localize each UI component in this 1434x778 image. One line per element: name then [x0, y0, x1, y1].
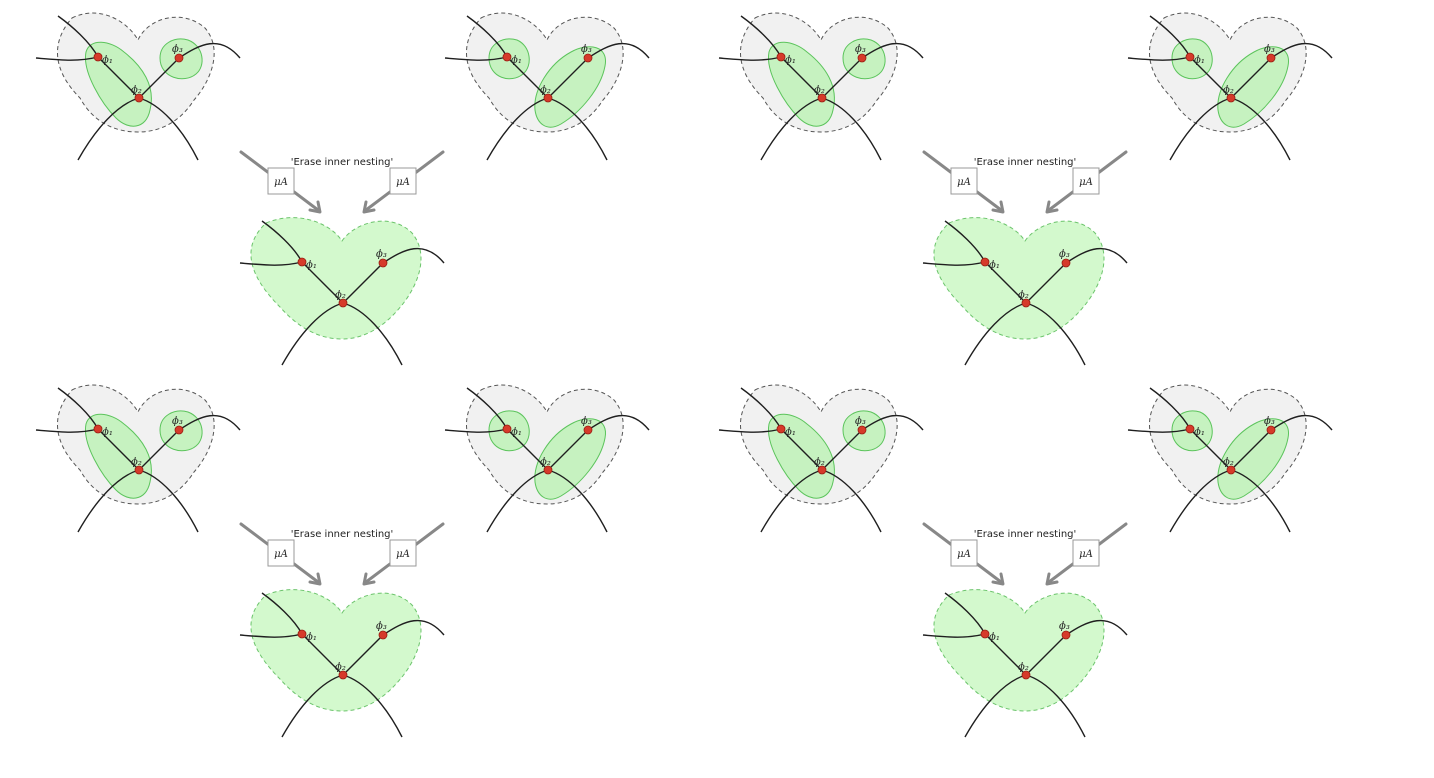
operation-label: 'Erase inner nesting' — [291, 157, 394, 168]
phi3-label: ϕ₃ — [1059, 621, 1070, 632]
panel-top-right: ϕ₁ ϕ₂ ϕ₃ ϕ₁ ϕ₂ ϕ₃ ϕ₁ ϕ₂ ϕ₃ 'Erase inner … — [718, 12, 1333, 366]
phi2-label: ϕ₂ — [1018, 290, 1029, 301]
right-input-diagram: ϕ₁ ϕ₂ ϕ₃ — [444, 384, 650, 533]
left-input-diagram: ϕ₁ ϕ₂ ϕ₃ — [35, 12, 241, 161]
phi1-label: ϕ₁ — [989, 632, 1000, 643]
phi2-label: ϕ₂ — [540, 457, 551, 468]
phi2-label: ϕ₂ — [131, 457, 142, 468]
right-mu-box: μA — [389, 539, 417, 567]
result-diagram: ϕ₁ ϕ₂ ϕ₃ — [239, 588, 445, 738]
panel-bottom-right: ϕ₁ ϕ₂ ϕ₃ ϕ₁ ϕ₂ ϕ₃ ϕ₁ ϕ₂ ϕ₃ 'Erase inner … — [718, 384, 1333, 738]
left-mu-box: μA — [950, 539, 978, 567]
right-mu-box: μA — [1072, 167, 1100, 195]
phi3-label: ϕ₃ — [581, 416, 592, 427]
operation-label: 'Erase inner nesting' — [974, 529, 1077, 540]
phi3-label: ϕ₃ — [1059, 249, 1070, 260]
phi3-label: ϕ₃ — [376, 249, 387, 260]
right-mu-box: μA — [389, 167, 417, 195]
mu-a-label: μA — [396, 549, 410, 560]
right-input-diagram: ϕ₁ ϕ₂ ϕ₃ — [1127, 12, 1333, 161]
result-diagram: ϕ₁ ϕ₂ ϕ₃ — [922, 588, 1128, 738]
phi2-label: ϕ₂ — [814, 457, 825, 468]
result-diagram: ϕ₁ ϕ₂ ϕ₃ — [922, 216, 1128, 366]
panel-bottom-left: ϕ₁ ϕ₂ ϕ₃ ϕ₁ ϕ₂ ϕ₃ ϕ₁ ϕ₂ ϕ₃ 'Erase inner … — [35, 384, 650, 738]
phi2-label: ϕ₂ — [540, 85, 551, 96]
operation-label: 'Erase inner nesting' — [291, 529, 394, 540]
phi2-label: ϕ₂ — [1223, 457, 1234, 468]
left-input-diagram: ϕ₁ ϕ₂ ϕ₃ — [718, 384, 924, 533]
phi1-label: ϕ₁ — [989, 260, 1000, 271]
mu-a-label: μA — [1079, 177, 1093, 188]
mu-a-label: μA — [1079, 549, 1093, 560]
phi1-label: ϕ₁ — [785, 55, 796, 66]
phi1-label: ϕ₁ — [1194, 55, 1205, 66]
phi2-label: ϕ₂ — [814, 85, 825, 96]
phi3-label: ϕ₃ — [1264, 44, 1275, 55]
phi1-label: ϕ₁ — [102, 427, 113, 438]
phi3-label: ϕ₃ — [172, 416, 183, 427]
phi2-label: ϕ₂ — [335, 290, 346, 301]
mu-a-label: μA — [957, 549, 971, 560]
operation-label: 'Erase inner nesting' — [974, 157, 1077, 168]
phi3-label: ϕ₃ — [376, 621, 387, 632]
left-input-diagram: ϕ₁ ϕ₂ ϕ₃ — [35, 384, 241, 533]
phi1-label: ϕ₁ — [511, 427, 522, 438]
phi3-label: ϕ₃ — [172, 44, 183, 55]
left-mu-box: μA — [950, 167, 978, 195]
panel-top-left: ϕ₁ ϕ₂ ϕ₃ ϕ₁ ϕ₂ ϕ₃ ϕ₁ ϕ₂ ϕ₃ 'Erase inner … — [35, 12, 650, 366]
phi3-label: ϕ₃ — [855, 44, 866, 55]
mu-a-label: μA — [274, 177, 288, 188]
phi1-label: ϕ₁ — [306, 260, 317, 271]
right-mu-box: μA — [1072, 539, 1100, 567]
left-mu-box: μA — [267, 539, 295, 567]
result-diagram: ϕ₁ ϕ₂ ϕ₃ — [239, 216, 445, 366]
phi1-label: ϕ₁ — [785, 427, 796, 438]
phi1-label: ϕ₁ — [511, 55, 522, 66]
phi3-label: ϕ₃ — [855, 416, 866, 427]
phi1-label: ϕ₁ — [306, 632, 317, 643]
phi2-label: ϕ₂ — [1223, 85, 1234, 96]
phi3-label: ϕ₃ — [1264, 416, 1275, 427]
mu-a-label: μA — [274, 549, 288, 560]
phi2-label: ϕ₂ — [1018, 662, 1029, 673]
right-input-diagram: ϕ₁ ϕ₂ ϕ₃ — [1127, 384, 1333, 533]
mu-a-label: μA — [957, 177, 971, 188]
phi1-label: ϕ₁ — [102, 55, 113, 66]
phi3-label: ϕ₃ — [581, 44, 592, 55]
left-input-diagram: ϕ₁ ϕ₂ ϕ₃ — [718, 12, 924, 161]
mu-a-label: μA — [396, 177, 410, 188]
phi1-label: ϕ₁ — [1194, 427, 1205, 438]
left-mu-box: μA — [267, 167, 295, 195]
phi2-label: ϕ₂ — [335, 662, 346, 673]
phi2-label: ϕ₂ — [131, 85, 142, 96]
right-input-diagram: ϕ₁ ϕ₂ ϕ₃ — [444, 12, 650, 161]
